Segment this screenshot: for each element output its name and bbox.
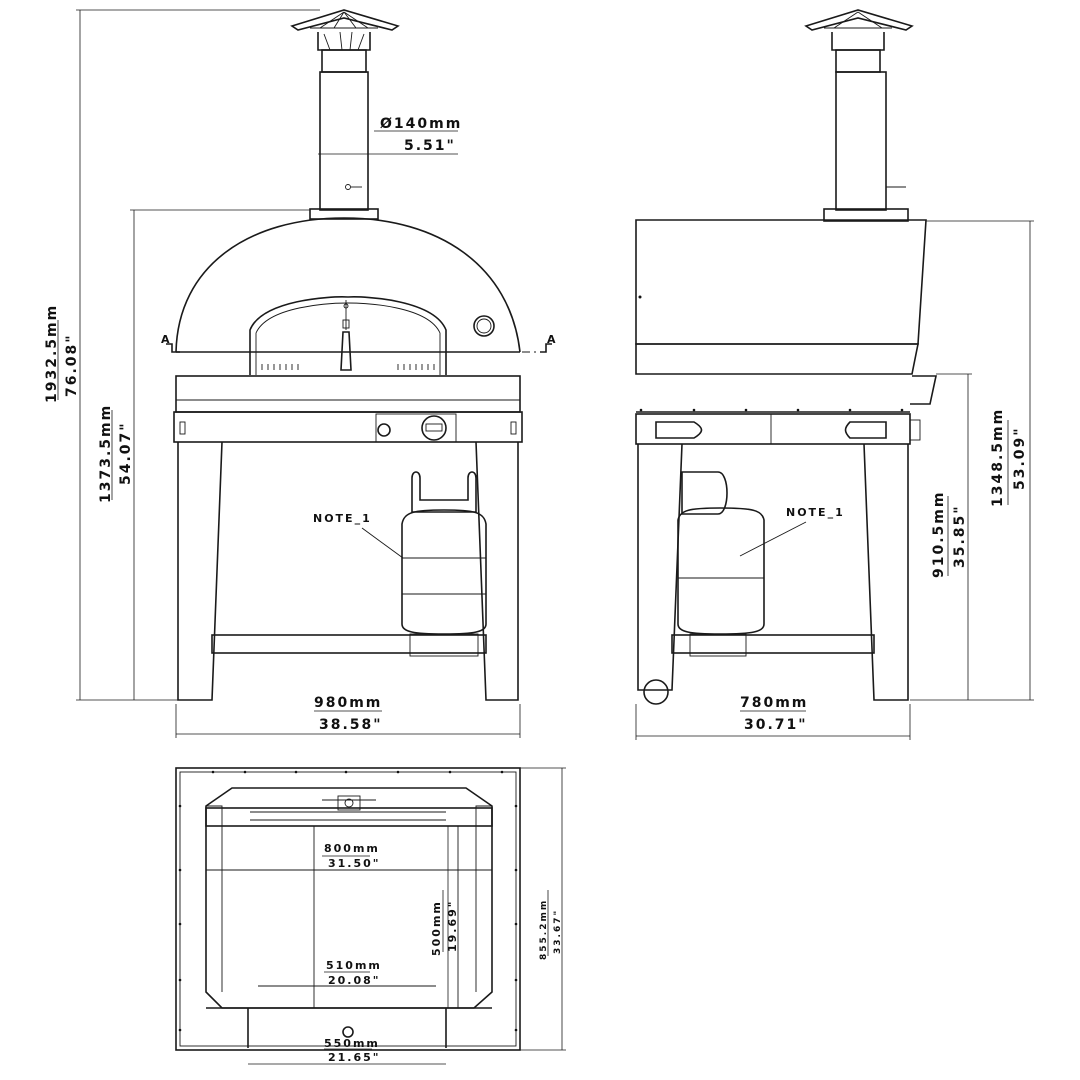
side-depth-in: 30.71" bbox=[744, 717, 808, 733]
front-width-mm: 980mm bbox=[314, 695, 382, 711]
side-leg-back bbox=[863, 443, 909, 701]
chimney-cap bbox=[290, 9, 400, 31]
inner-width-mm: 800mm bbox=[324, 842, 380, 855]
note-leader-front bbox=[361, 527, 404, 559]
inner-depth-in: 19.69" bbox=[446, 899, 459, 952]
dim-inner-depth: 500mm 19.69" bbox=[430, 826, 459, 1008]
chimney-pipe bbox=[319, 71, 369, 211]
gas-tank bbox=[401, 471, 487, 657]
shelf-height-in: 35.85" bbox=[952, 504, 968, 568]
side-leg-front bbox=[637, 443, 683, 691]
door-width-in: 20.08" bbox=[328, 974, 381, 987]
drain-icon bbox=[342, 1026, 354, 1038]
burner-right bbox=[397, 364, 435, 370]
top-outline bbox=[175, 767, 521, 1051]
dim-total-height: 1932.5mm 76.08" bbox=[44, 9, 320, 701]
dim-front-width: 980mm 38.58" bbox=[175, 695, 521, 738]
side-handle bbox=[910, 375, 937, 405]
dome-height-in: 54.07" bbox=[118, 421, 134, 485]
total-height-mm: 1932.5mm bbox=[44, 304, 60, 403]
oven-dome bbox=[175, 217, 521, 353]
overall-depth-in: 33.67" bbox=[553, 909, 563, 954]
oven-floor-outline bbox=[205, 787, 493, 1009]
dome-height-mm: 1373.5mm bbox=[98, 404, 114, 503]
door-handle bbox=[340, 331, 352, 371]
ignition-button-icon bbox=[377, 423, 391, 437]
side-chimney-pipe bbox=[835, 71, 887, 211]
oven-mouth bbox=[249, 296, 447, 375]
chimney-collar bbox=[321, 49, 367, 73]
dim-leg-span: 550mm 21.65" bbox=[248, 1037, 446, 1065]
valve-assembly-icon bbox=[322, 795, 376, 811]
note-label-front: NOTE_1 bbox=[313, 512, 372, 525]
inner-depth-mm: 500mm bbox=[430, 900, 443, 956]
front-width-in: 38.58" bbox=[319, 717, 383, 733]
dim-inner-width: 800mm 31.50" bbox=[322, 842, 381, 870]
dim-overall-depth: 855.2mm 33.67" bbox=[520, 767, 566, 1051]
gas-knob-icon bbox=[421, 415, 447, 441]
side-dome bbox=[635, 219, 927, 345]
overall-depth-mm: 855.2mm bbox=[539, 899, 549, 960]
note-leader-side bbox=[739, 521, 807, 557]
chimney-base bbox=[309, 208, 379, 220]
wheel-icon bbox=[643, 679, 669, 705]
side-gas-tank bbox=[677, 471, 765, 657]
front-view: A A NOTE_1 Ø140mm 5.51" bbox=[44, 9, 558, 738]
dim-dome-height: 1373.5mm 54.07" bbox=[98, 209, 310, 700]
leg-left bbox=[177, 441, 223, 701]
side-view: NOTE_1 780mm 30.71" 1348.5mm 53.09" 910.… bbox=[635, 9, 1034, 740]
dim-side-depth: 780mm 30.71" bbox=[635, 695, 911, 740]
top-view: 800mm 31.50" 500mm 19.69" 510mm 20.08" 5… bbox=[175, 767, 566, 1065]
side-depth-mm: 780mm bbox=[740, 695, 808, 711]
shelf-height-mm: 910.5mm bbox=[931, 491, 947, 578]
side-panel bbox=[635, 413, 911, 445]
leg-right bbox=[475, 441, 519, 701]
total-height-in: 76.08" bbox=[64, 333, 80, 397]
inner-width-in: 31.50" bbox=[328, 857, 381, 870]
door-width-mm: 510mm bbox=[326, 959, 382, 972]
dim-shelf-height: 910.5mm 35.85" bbox=[931, 373, 972, 700]
dim-side-height: 1348.5mm 53.09" bbox=[910, 220, 1034, 701]
side-chimney-base bbox=[823, 208, 909, 222]
leg-span-mm: 550mm bbox=[324, 1037, 380, 1050]
chimney-diameter-in: 5.51" bbox=[404, 138, 456, 154]
oven-base bbox=[175, 375, 521, 413]
section-label-left: A bbox=[161, 333, 172, 346]
side-chimney-cap bbox=[804, 9, 914, 31]
note-label-side: NOTE_1 bbox=[786, 506, 845, 519]
leg-span-in: 21.65" bbox=[328, 1051, 381, 1064]
burner-left bbox=[261, 364, 299, 370]
chimney-hood bbox=[317, 32, 371, 51]
burner-strip bbox=[205, 807, 493, 827]
section-label-right: A bbox=[547, 333, 558, 346]
control-panel bbox=[173, 411, 523, 443]
bottom-shelf bbox=[211, 634, 487, 654]
dim-door-width: 510mm 20.08" bbox=[324, 959, 382, 987]
side-height-mm: 1348.5mm bbox=[990, 408, 1006, 507]
thermometer-icon bbox=[473, 315, 495, 337]
dim-chimney: Ø140mm 5.51" bbox=[318, 116, 462, 155]
side-height-in: 53.09" bbox=[1012, 426, 1028, 490]
chimney-diameter-mm: Ø140mm bbox=[380, 116, 462, 132]
